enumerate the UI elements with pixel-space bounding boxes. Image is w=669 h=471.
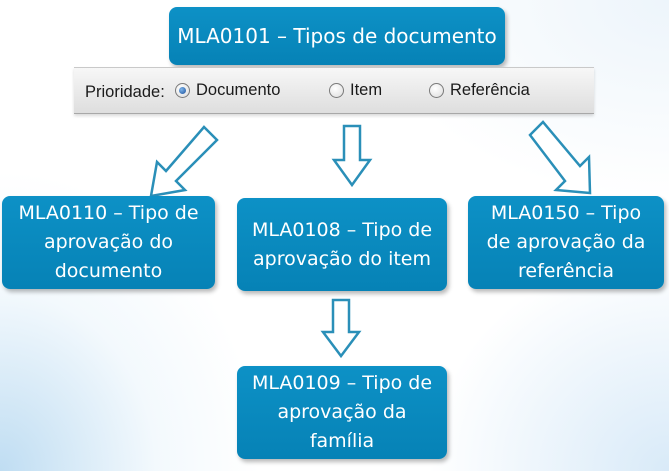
node-text-line: família [309,430,375,452]
node-text-line: MLA0150 – Tipo [490,202,642,224]
node-tipo-aprovacao-item: MLA0108 – Tipo de aprovação do item [237,198,447,291]
radio-button-icon[interactable] [329,83,344,98]
radio-option-label: Item [350,81,383,99]
arrow-to-middle-node-icon [331,124,373,188]
radio-option-label: Documento [196,81,281,99]
node-tipo-aprovacao-documento: MLA0110 – Tipo de aprovação do documento [2,196,215,289]
radio-option-referencia[interactable]: Referência [429,81,530,100]
node-tipo-aprovacao-familia: MLA0109 – Tipo de aprovação da família [237,366,447,459]
radio-option-item[interactable]: Item [329,81,382,100]
node-text-line: aprovação do [43,231,174,253]
node-tipos-de-documento: MLA0101 – Tipos de documento [169,7,505,65]
node-text-line: aprovação do item [252,247,431,270]
node-text-line: MLA0109 – Tipo de [251,372,433,394]
radio-button-icon[interactable] [175,83,190,98]
node-text-line: aprovação da [277,401,407,423]
arrow-to-right-node-icon [528,120,592,195]
node-text-line: referência [518,260,614,282]
node-text-line: MLA0108 – Tipo de [251,218,433,241]
priority-label: Prioridade: [85,83,165,101]
node-text-line: MLA0101 – Tipos de documento [177,23,497,48]
node-text-line: de aprovação da [486,231,646,253]
node-tipo-aprovacao-referencia: MLA0150 – Tipo de aprovação da referênci… [468,196,664,289]
radio-option-label: Referência [450,81,530,99]
arrow-to-left-node-icon [149,125,219,198]
node-text-line: documento [54,260,163,282]
arrow-to-bottom-node-icon [320,298,362,359]
radio-option-documento[interactable]: Documento [175,81,280,100]
node-text-line: MLA0110 – Tipo de [18,202,199,224]
radio-button-icon[interactable] [429,83,444,98]
priority-radio-bar: Prioridade: Documento Item Referência [74,67,594,114]
